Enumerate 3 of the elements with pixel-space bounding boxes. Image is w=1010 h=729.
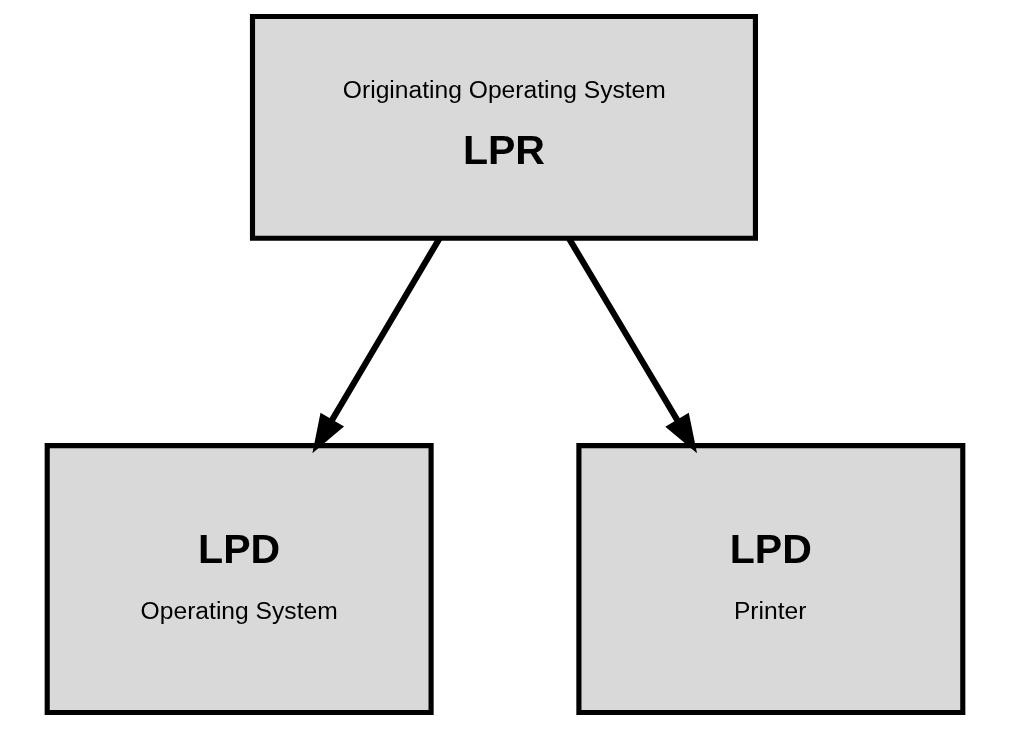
node-box: LPD Printer xyxy=(576,443,966,716)
node-box: Originating Operating System LPR xyxy=(249,13,758,241)
node-box: LPD Operating System xyxy=(44,443,434,716)
